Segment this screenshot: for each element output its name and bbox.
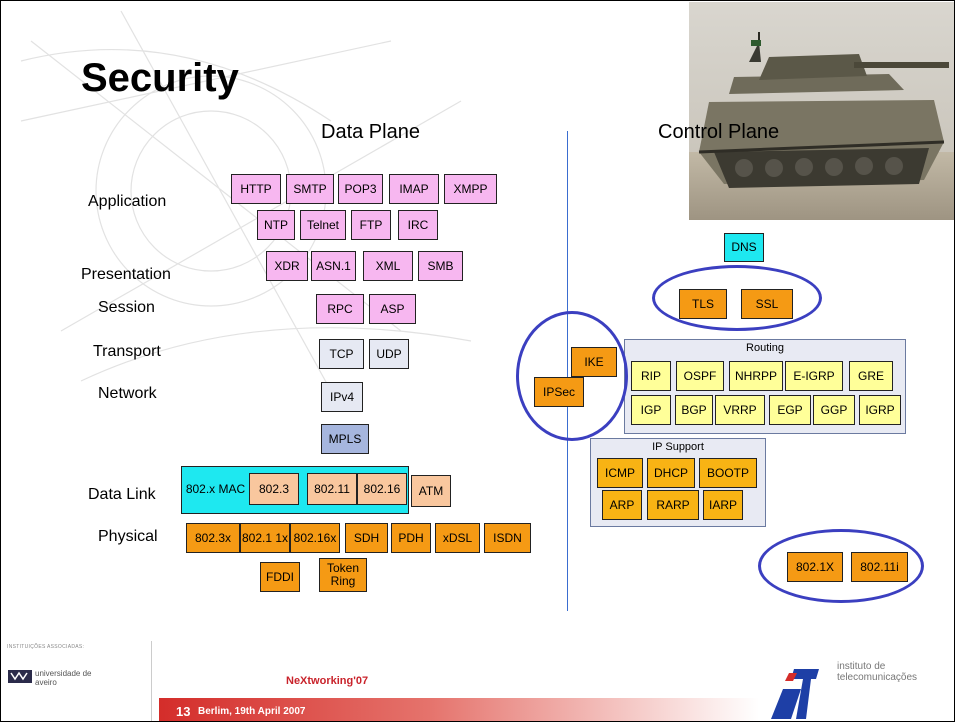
layer-application: Application xyxy=(88,193,167,210)
protocol-xdsl: xDSL xyxy=(435,523,480,553)
layer-network: Network xyxy=(98,385,157,402)
protocol-telnet: Telnet xyxy=(300,210,346,240)
protocol-fddi: FDDI xyxy=(260,562,300,592)
protocol-xml: XML xyxy=(363,251,413,281)
institutions-label: INSTITUIÇÕES ASSOCIADAS: xyxy=(7,644,85,650)
university-name: universidade de aveiro xyxy=(35,669,92,687)
location-date: Berlim, 19th April 2007 xyxy=(198,706,306,717)
dot1x-dot11i-highlight xyxy=(758,529,924,603)
protocol-802-3: 802.3 xyxy=(249,473,299,505)
protocol-tcp: TCP xyxy=(319,339,364,369)
footer-red-bar xyxy=(159,698,759,721)
protocol-pop3: POP3 xyxy=(338,174,383,204)
protocol-igrp: IGRP xyxy=(859,395,901,425)
protocol-ntp: NTP xyxy=(257,210,295,240)
protocol-smb: SMB xyxy=(418,251,463,281)
protocol-isdn: ISDN xyxy=(484,523,531,553)
protocol-token-ring: Token Ring xyxy=(319,558,367,592)
protocol-802-16x: 802.16x xyxy=(290,523,340,553)
layer-physical: Physical xyxy=(98,528,158,545)
institute-name: instituto de telecomunicações xyxy=(837,661,918,683)
footer-left-divider xyxy=(151,641,152,721)
protocol-iarp: IARP xyxy=(703,490,743,520)
protocol-dhcp: DHCP xyxy=(647,458,695,488)
routing-group-title: Routing xyxy=(746,342,784,354)
protocol-802-16: 802.16 xyxy=(357,473,407,505)
protocol-sdh: SDH xyxy=(345,523,388,553)
layer-presentation: Presentation xyxy=(81,266,171,283)
protocol-ospf: OSPF xyxy=(676,361,724,391)
protocol-mpls: MPLS xyxy=(321,424,369,454)
protocol-rarp: RARP xyxy=(647,490,699,520)
protocol-xdr: XDR xyxy=(266,251,308,281)
protocol-dns: DNS xyxy=(724,233,764,262)
protocol-asp: ASP xyxy=(369,294,416,324)
protocol-802-11i: 802.11i xyxy=(851,552,908,582)
layer-session: Session xyxy=(98,299,155,316)
protocol-bootp: BOOTP xyxy=(699,458,757,488)
protocol-802-1x: 802.1X xyxy=(787,552,843,582)
ipsec-ike-highlight xyxy=(516,311,628,441)
protocol-smtp: SMTP xyxy=(286,174,334,204)
protocol-nhrpp: NHRPP xyxy=(729,361,783,391)
it-logo: it xyxy=(761,649,831,719)
data-plane-heading: Data Plane xyxy=(321,121,420,143)
protocol-vrrp: VRRP xyxy=(715,395,765,425)
layer-data-link: Data Link xyxy=(88,486,156,503)
control-plane-heading: Control Plane xyxy=(658,121,780,143)
tls-ssl-highlight xyxy=(652,265,822,331)
protocol-802-3x: 802.3x xyxy=(186,523,240,553)
protocol-ggp: GGP xyxy=(813,395,855,425)
protocol-imap: IMAP xyxy=(389,174,439,204)
protocol-rpc: RPC xyxy=(316,294,364,324)
protocol-pdh: PDH xyxy=(391,523,431,553)
slide-title: Security xyxy=(81,56,239,100)
page-number: 13 xyxy=(176,704,191,719)
protocol-atm: ATM xyxy=(411,475,451,507)
protocol-arp: ARP xyxy=(602,490,642,520)
layer-transport: Transport xyxy=(93,343,161,360)
ip-support-group-title: IP Support xyxy=(652,441,704,453)
protocol-802-11: 802.11 xyxy=(307,473,357,505)
protocol-xmpp: XMPP xyxy=(444,174,497,204)
protocol-tls: TLS xyxy=(679,289,727,319)
tank-photo xyxy=(689,2,954,220)
protocol-ftp: FTP xyxy=(351,210,391,240)
protocol-egp: EGP xyxy=(769,395,811,425)
protocol-http: HTTP xyxy=(231,174,281,204)
university-logo xyxy=(8,667,32,683)
protocol-udp: UDP xyxy=(369,339,409,369)
protocol-gre: GRE xyxy=(849,361,893,391)
protocol-bgp: BGP xyxy=(675,395,713,425)
protocol-802x-mac: 802.x MAC xyxy=(185,481,246,496)
protocol-e-igrp: E-IGRP xyxy=(785,361,843,391)
protocol-irc: IRC xyxy=(398,210,438,240)
protocol-igp: IGP xyxy=(631,395,671,425)
protocol-icmp: ICMP xyxy=(597,458,643,488)
protocol-asn1: ASN.1 xyxy=(311,251,356,281)
event-name: NeXtworking'07 xyxy=(286,675,369,687)
protocol-ipv4: IPv4 xyxy=(321,382,363,412)
protocol-rip: RIP xyxy=(631,361,671,391)
protocol-ssl: SSL xyxy=(741,289,793,319)
protocol-802-11x: 802.1 1x xyxy=(240,523,290,553)
